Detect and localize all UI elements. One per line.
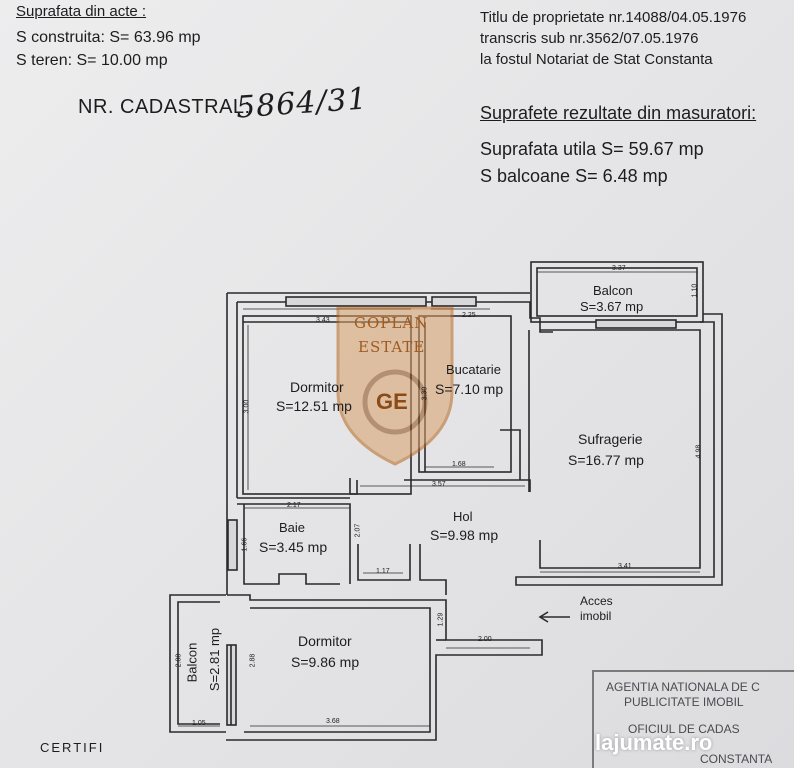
dim-baie-width: 2.17 xyxy=(287,502,301,509)
bottom-certificate-text: CERTIFI xyxy=(40,740,105,755)
dim-bucatarie-inner: 1.68 xyxy=(452,461,466,468)
dim-hol-width: 3.57 xyxy=(432,481,446,488)
suprafata-utila: Suprafata utila S= 59.67 mp xyxy=(480,139,704,159)
acte-title: Suprafata din acte : xyxy=(16,3,147,20)
cadastral-label: NR. CADASTRAL: xyxy=(78,96,251,118)
room-hol-area: S=9.98 mp xyxy=(430,527,499,543)
room-dormitor-1-area: S=12.51 mp xyxy=(276,398,352,414)
dim-hol-depth: 2.07 xyxy=(354,523,362,538)
stamp-line-2: PUBLICITATE IMOBIL xyxy=(624,695,744,709)
dim-dormitor-2-height: 2.88 xyxy=(249,653,257,668)
suprafata-balcoane: S balcoane S= 6.48 mp xyxy=(480,166,668,186)
masuratori-title: Suprafete rezultate din masuratori: xyxy=(480,103,757,123)
room-balcon-2-name: Balcon xyxy=(184,642,200,683)
dim-bucatarie-height: 3.30 xyxy=(421,386,429,401)
room-dormitor-2-name: Dormitor xyxy=(298,633,352,649)
watermark-mark: GE xyxy=(376,389,408,414)
room-balcon-1-name: Balcon xyxy=(593,283,633,298)
room-baie-name: Baie xyxy=(279,520,306,535)
titlu-line-3: la fostul Notariat de Stat Constanta xyxy=(480,51,713,68)
dim-dormitor-2-width: 3.68 xyxy=(326,718,340,725)
stamp-line-4: CONSTANTA xyxy=(700,752,773,766)
dim-hol-niche: 1.17 xyxy=(376,568,390,575)
dim-corridor-depth: 1.29 xyxy=(437,612,445,627)
s-teren: S teren: S= 10.00 mp xyxy=(16,52,168,69)
room-bucatarie-name: Bucatarie xyxy=(446,362,501,377)
goplan-estate-watermark-icon xyxy=(336,306,454,466)
room-bucatarie-area: S=7.10 mp xyxy=(435,381,504,397)
dim-dormitor-width: 3.43 xyxy=(316,317,330,324)
dim-sufragerie-width: 3.41 xyxy=(618,563,632,570)
watermark-line-1: GOPLAN xyxy=(354,314,429,332)
dim-baie-height: 1.66 xyxy=(241,537,249,552)
dim-balcon-depth: 1.10 xyxy=(691,283,699,298)
dim-sufragerie-height: 4.98 xyxy=(695,444,703,459)
watermark-line-2: ESTATE xyxy=(358,338,426,356)
dim-balcon-width: 3.37 xyxy=(612,265,626,272)
lajumate-brand-watermark: lajumate.ro xyxy=(595,730,713,755)
titlu-line-1: Titlu de proprietate nr.14088/04.05.1976 xyxy=(480,9,747,26)
acces-line-2: imobil xyxy=(580,609,612,623)
room-balcon-1-area: S=3.67 mp xyxy=(580,299,644,314)
room-balcon-2-area: S=2.81 mp xyxy=(207,627,223,692)
room-baie-area: S=3.45 mp xyxy=(259,539,328,555)
dim-balcon-2-width: 1.05 xyxy=(192,720,206,727)
room-dormitor-1-name: Dormitor xyxy=(290,379,344,395)
stamp-line-1: AGENTIA NATIONALA DE C xyxy=(606,680,760,694)
acces-imobil-label: Acces imobil xyxy=(580,594,613,624)
official-stamp: AGENTIA NATIONALA DE C PUBLICITATE IMOBI… xyxy=(592,670,794,768)
room-hol-name: Hol xyxy=(453,509,473,524)
room-dormitor-2-area: S=9.86 mp xyxy=(291,654,360,670)
acces-line-1: Acces xyxy=(580,594,613,608)
dim-balcon-2-height: 2.88 xyxy=(175,653,183,668)
s-construita: S construita: S= 63.96 mp xyxy=(16,29,201,46)
room-sufragerie-name: Sufragerie xyxy=(578,431,643,447)
stamp-line-3: OFICIUL DE CADAS xyxy=(628,722,740,736)
dim-dormitor-height: 3.00 xyxy=(243,399,251,414)
room-sufragerie-area: S=16.77 mp xyxy=(568,452,644,468)
titlu-line-2: transcris sub nr.3562/07.05.1976 xyxy=(480,30,699,47)
dim-bucatarie-width: 2.25 xyxy=(462,312,476,319)
dim-corridor-width: 2.00 xyxy=(478,636,492,643)
